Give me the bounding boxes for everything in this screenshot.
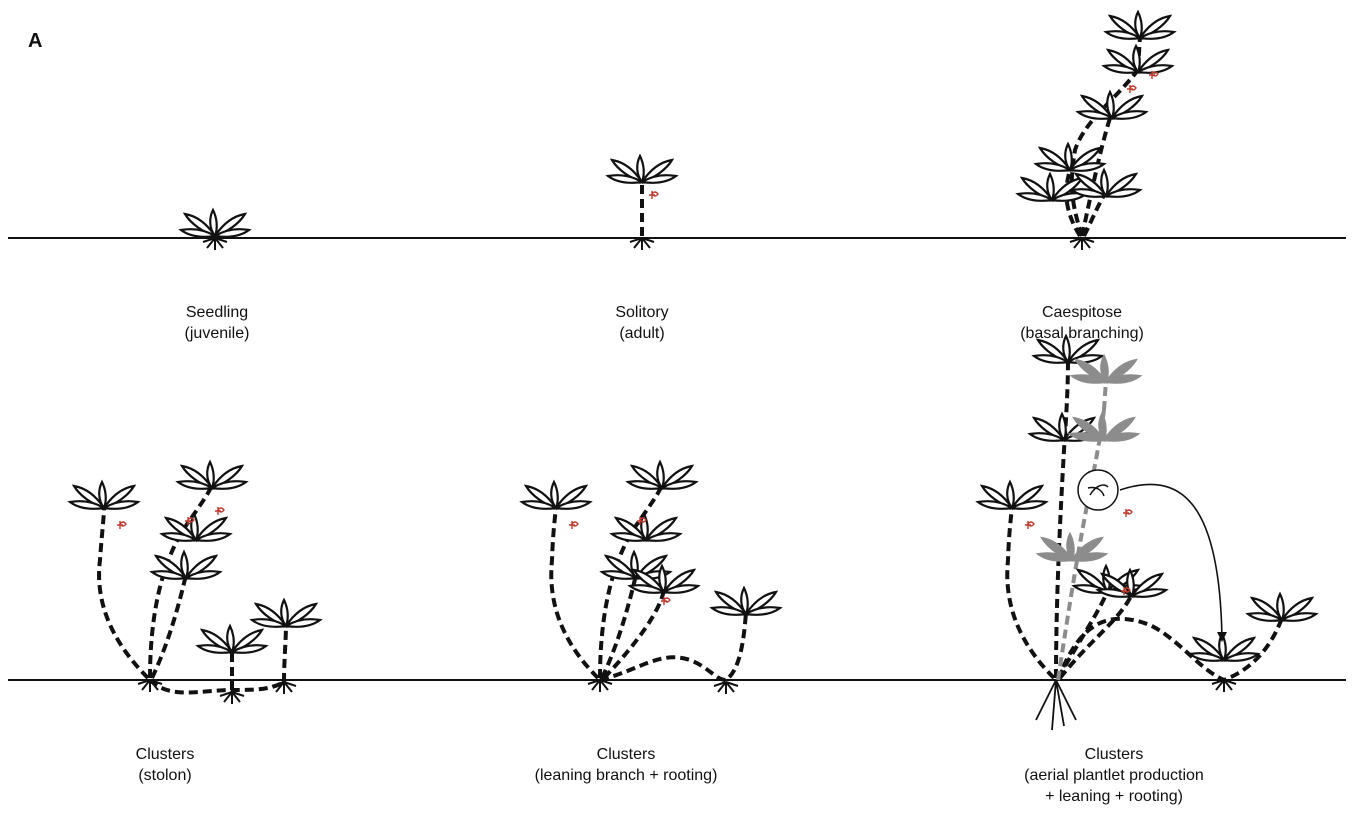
caption-seedling-title: Seedling <box>185 304 249 321</box>
aerial-cluster-plant <box>976 334 1318 731</box>
caption-solitary: Solitory (adult) <box>482 302 802 344</box>
plantlet-highlight-circle <box>1077 469 1119 511</box>
caption-solitary-title: Solitory <box>615 304 669 321</box>
caption-stolon: Clusters (stolon) <box>5 744 325 786</box>
solitary-plant <box>606 154 678 251</box>
caption-stolon-title: Clusters <box>135 746 195 763</box>
seedling-plant <box>179 208 251 251</box>
caption-leaning-sub: (leaning branch + rooting) <box>534 767 718 784</box>
leaning-cluster-plant <box>520 460 782 695</box>
caption-leaning-title: Clusters <box>596 746 656 763</box>
caption-stolon-sub: (stolon) <box>138 767 192 784</box>
caption-caespitose-sub: (basal branching) <box>1020 325 1144 342</box>
caption-leaning: Clusters (leaning branch + rooting) <box>466 744 786 786</box>
plantlet-drop-arrow <box>1119 483 1223 641</box>
caption-aerial-title: Clusters <box>1084 746 1144 763</box>
caption-caespitose-title: Caespitose <box>1041 304 1123 321</box>
caption-seedling: Seedling (juvenile) <box>57 302 377 344</box>
caption-seedling-sub: (juvenile) <box>184 325 250 342</box>
panel-label: A <box>28 30 43 52</box>
caespitose-plant <box>1016 10 1176 251</box>
caption-aerial-sub2: + leaning + rooting) <box>1045 788 1183 805</box>
caption-aerial-sub: (aerial plantlet production <box>1024 767 1204 784</box>
caption-solitary-sub: (adult) <box>619 325 665 342</box>
caption-aerial: Clusters (aerial plantlet production + l… <box>954 744 1274 807</box>
caption-caespitose: Caespitose (basal branching) <box>922 302 1242 344</box>
stolon-cluster-plant <box>68 460 322 705</box>
